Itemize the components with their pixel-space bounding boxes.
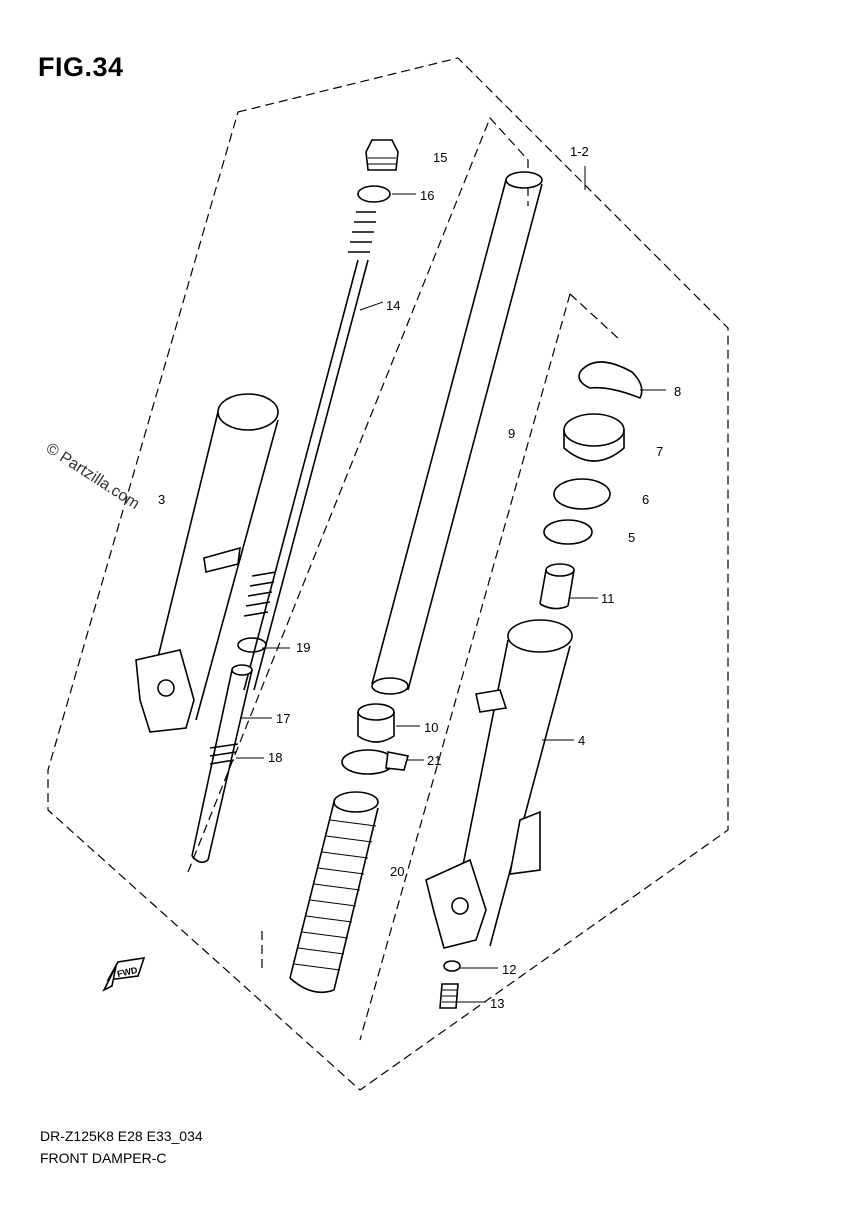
- callout-15: 15: [433, 150, 448, 165]
- callout-19: 19: [296, 640, 311, 655]
- part-3-outer-tube: [135, 393, 279, 733]
- callout-5: 5: [628, 530, 636, 545]
- callout-20: 20: [390, 864, 405, 879]
- callout-3: 3: [158, 492, 166, 507]
- diagram-name: FRONT DAMPER-C: [40, 1150, 167, 1166]
- part-19-ring: [237, 637, 267, 653]
- callout-10: 10: [424, 720, 439, 735]
- part-10-dust-seal: [357, 703, 395, 743]
- callout-9: 9: [508, 426, 516, 441]
- inner-tube-group-outline: [187, 116, 529, 873]
- part-20-fork-boot: [289, 791, 379, 994]
- callout-6: 6: [642, 492, 650, 507]
- callout-21: 21: [427, 753, 442, 768]
- callout-12: 12: [502, 962, 517, 977]
- callout-7: 7: [656, 444, 664, 459]
- part-12-gasket: [443, 960, 461, 972]
- callout-17: 17: [276, 711, 291, 726]
- part-5-bushing: [543, 519, 593, 545]
- callout-16: 16: [420, 188, 435, 203]
- callout-11: 11: [601, 591, 615, 606]
- callout-18: 18: [268, 750, 283, 765]
- callout-14: 14: [386, 298, 401, 313]
- part-17-cylinder: [191, 664, 253, 864]
- callout-1-2: 1-2: [570, 144, 589, 159]
- part-14-spring: [243, 211, 376, 691]
- part-13-bolt: [439, 983, 459, 1009]
- model-code: DR-Z125K8 E28 E33_034: [40, 1128, 203, 1144]
- figure-title: FIG.34: [38, 52, 124, 82]
- callout-4: 4: [578, 733, 586, 748]
- part-4-outer-tube: [425, 619, 573, 949]
- callout-13: 13: [490, 996, 505, 1011]
- part-8-circlip: [578, 361, 643, 400]
- part-16-o-ring: [357, 185, 391, 203]
- part-15-cap-bolt: [365, 139, 399, 171]
- part-18-ring: [209, 743, 239, 765]
- part-9-inner-tube: [371, 171, 543, 695]
- outer-tube-group-outline: [359, 293, 621, 1041]
- part-7-oil-seal: [563, 413, 625, 462]
- outer-assembly-outline: [47, 57, 729, 1091]
- part-11-oil-lock-piece: [539, 563, 575, 610]
- part-6-washer: [553, 478, 611, 510]
- rebound-spring: [243, 571, 277, 617]
- callout-8: 8: [674, 384, 682, 399]
- part-21-clamp: [341, 749, 410, 775]
- fwd-arrow-icon: [102, 957, 146, 992]
